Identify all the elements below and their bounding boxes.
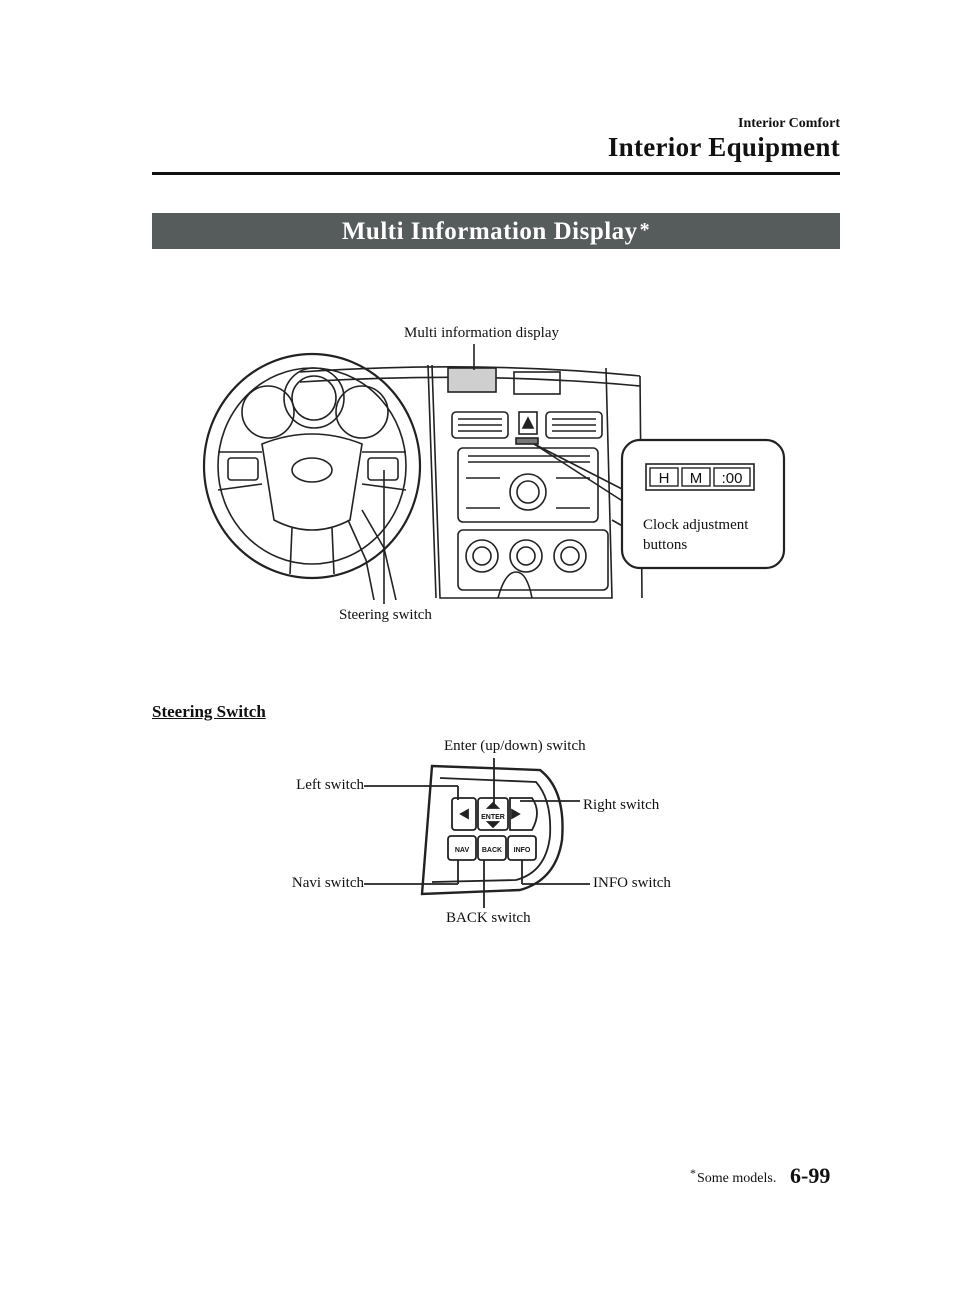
banner-title: Multi Information Display <box>341 218 638 245</box>
header-rule <box>152 172 840 175</box>
back-button-text: BACK <box>482 847 502 854</box>
info-button-text: INFO <box>514 847 531 854</box>
label-enter-switch: Enter (up/down) switch <box>444 738 586 754</box>
label-info-switch: INFO switch <box>593 875 671 891</box>
label-left-switch: Left switch <box>296 777 364 793</box>
section-banner: Multi Information Display* <box>152 213 840 249</box>
label-clock-adjustment-line2: buttons <box>643 537 688 553</box>
clock-h-button: H <box>659 470 670 487</box>
label-clock-adjustment-line1: Clock adjustment <box>643 517 749 533</box>
footnote-text: Some models. <box>697 1171 777 1186</box>
asterisk-mark: * <box>639 219 651 241</box>
label-multi-information-display: Multi information display <box>404 325 559 341</box>
nav-button-text: NAV <box>455 847 470 854</box>
label-steering-switch: Steering switch <box>339 607 432 623</box>
footnote-asterisk: * <box>690 1166 696 1180</box>
page-number: 6-99 <box>790 1163 831 1188</box>
label-navi-switch: Navi switch <box>291 875 364 891</box>
footnote: *Some models. <box>690 1166 777 1187</box>
section-name: Interior Comfort <box>738 116 840 131</box>
steering-switch-subheading: Steering Switch <box>152 702 266 721</box>
enter-button-text: ENTER <box>481 814 505 821</box>
clock-00-button: :00 <box>722 470 743 487</box>
label-right-switch: Right switch <box>583 797 660 813</box>
page-title: Interior Equipment <box>607 132 840 162</box>
label-back-switch: BACK switch <box>446 910 531 926</box>
clock-m-button: M <box>690 470 703 487</box>
